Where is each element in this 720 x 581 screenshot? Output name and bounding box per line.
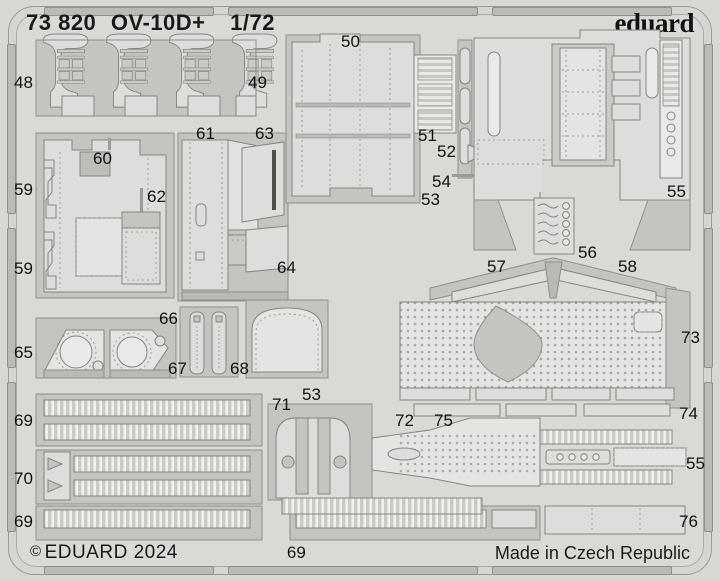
label-54: 54 xyxy=(432,172,451,191)
label-61: 61 xyxy=(196,124,215,143)
group-console-59-60-62 xyxy=(35,132,175,299)
frame-rim-bottom-center xyxy=(228,566,478,575)
frame-rim-right-middle xyxy=(704,228,713,368)
group-sidepanel-50 xyxy=(285,33,421,204)
label-65: 65 xyxy=(14,343,33,362)
label-76: 76 xyxy=(679,512,698,531)
label-55-lower: 55 xyxy=(686,454,705,473)
frame-rim-top-center xyxy=(228,7,478,16)
label-51: 51 xyxy=(418,126,437,145)
label-72: 72 xyxy=(395,411,414,430)
group-fuselage-53 xyxy=(473,29,691,251)
group-deck-57-58-73 xyxy=(399,257,691,417)
sheet-footer: ©EDUARD 2024 69 Made in Czech Republic xyxy=(30,540,690,566)
label-64: 64 xyxy=(277,258,296,277)
label-67: 67 xyxy=(168,359,187,378)
label-49: 49 xyxy=(248,73,267,92)
label-70: 70 xyxy=(14,469,33,488)
label-52: 52 xyxy=(437,142,456,161)
label-59-lower: 59 xyxy=(14,259,33,278)
frame-rim-left-lower xyxy=(7,382,16,532)
label-68: 68 xyxy=(230,359,249,378)
label-60: 60 xyxy=(93,149,112,168)
label-58: 58 xyxy=(618,257,637,276)
group-seats-48-49 xyxy=(35,33,278,117)
label-75: 75 xyxy=(434,411,453,430)
group-connector-56 xyxy=(533,197,575,255)
footer-part-number: 69 xyxy=(286,543,306,562)
frame-rim-left-upper xyxy=(7,44,16,214)
label-69-lower: 69 xyxy=(14,512,33,531)
group-nacelle-71-75 xyxy=(267,403,687,515)
group-wheelwell-65 xyxy=(35,317,177,379)
label-74: 74 xyxy=(679,404,698,423)
copyright-text: EDUARD 2024 xyxy=(44,542,178,563)
label-63: 63 xyxy=(255,124,274,143)
copyright-symbol: © xyxy=(30,543,42,560)
label-57: 57 xyxy=(487,257,506,276)
label-53-lower: 53 xyxy=(302,385,321,404)
label-59-upper: 59 xyxy=(14,180,33,199)
frame-rim-right-lower xyxy=(704,382,713,532)
group-ladder-51-52-54 xyxy=(413,39,492,179)
frame-rim-left-middle xyxy=(7,228,16,368)
label-50: 50 xyxy=(341,32,360,51)
label-55-upper: 55 xyxy=(667,182,686,201)
label-71: 71 xyxy=(272,395,291,414)
label-53-upper: 53 xyxy=(421,190,440,209)
frame-rim-bottom-left xyxy=(44,566,214,575)
label-69-upper: 69 xyxy=(14,411,33,430)
frame-rim-top-left xyxy=(44,7,214,16)
label-62: 62 xyxy=(147,187,166,206)
made-in-text: Made in Czech Republic xyxy=(494,542,690,563)
copyright-notice: ©EDUARD 2024 xyxy=(30,542,178,564)
frame-rim-top-right xyxy=(492,7,672,16)
frame-rim-right-upper xyxy=(704,44,713,214)
label-66: 66 xyxy=(159,309,178,328)
label-73: 73 xyxy=(681,328,700,347)
frame-rim-bottom-right xyxy=(492,566,672,575)
group-rails-66-67-68 xyxy=(179,299,329,379)
label-56: 56 xyxy=(578,243,597,262)
group-panels-61-63-64 xyxy=(177,132,289,302)
label-48: 48 xyxy=(14,73,33,92)
